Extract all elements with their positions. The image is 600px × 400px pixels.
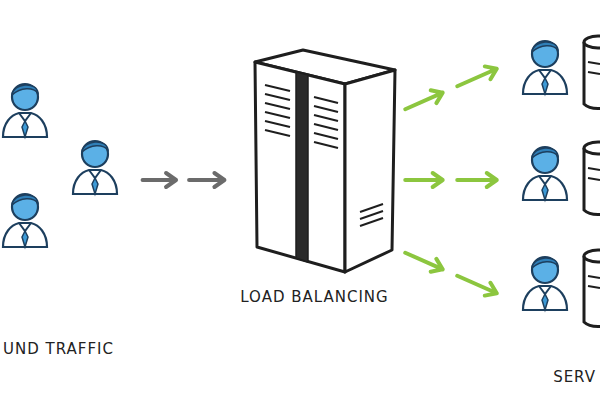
server-group: SERV <box>505 25 600 388</box>
load-balancer-box <box>255 50 395 272</box>
flow-arrow <box>405 173 497 187</box>
flow-arrow <box>405 66 497 109</box>
flow-arrow <box>143 173 225 187</box>
node-label: LOAD BALANCING <box>240 288 388 306</box>
node-label: SERV <box>553 368 596 386</box>
server-racks <box>584 36 600 327</box>
node-label: UND TRAFFIC <box>3 340 114 358</box>
traffic-group: UND TRAFFIC <box>0 70 135 362</box>
flow-arrow <box>405 253 497 296</box>
load-balancer-node: LOAD BALANCING <box>232 50 397 308</box>
user-icons <box>3 41 567 310</box>
